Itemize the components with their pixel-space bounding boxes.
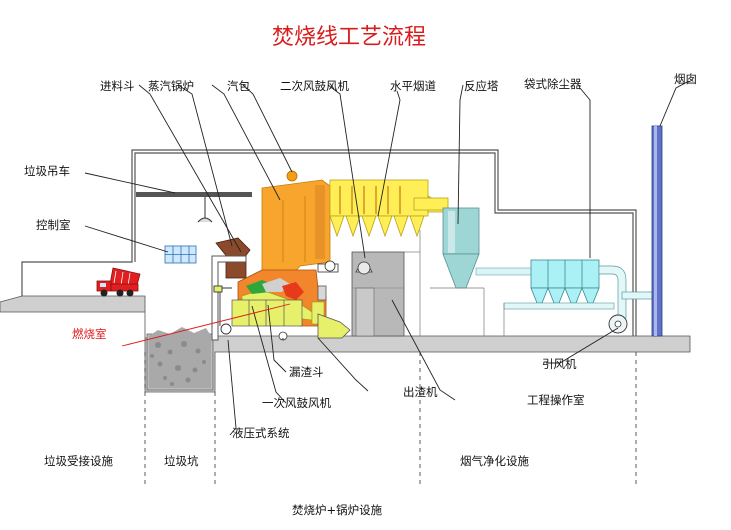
- horizontal-flue: [329, 179, 449, 238]
- garbage-truck: [96, 267, 141, 297]
- slag-extractor: [317, 313, 351, 339]
- duct-bottom: [503, 302, 615, 310]
- label-feed-hopper: 进料斗: [100, 79, 135, 93]
- steam-boiler: [261, 179, 331, 279]
- slag-hoppers: [231, 299, 303, 327]
- incinerator-leader: [121, 303, 291, 347]
- reactor-tower: [442, 207, 480, 289]
- label-hydraulic-system: 液压式系统: [232, 426, 290, 440]
- garbage-pit: [146, 327, 214, 391]
- duct-filter-to-chimney: [598, 265, 655, 319]
- plant-building-outline: [21, 149, 637, 336]
- label-slag-extractor: 出渣机: [403, 385, 438, 399]
- label-engineering-room: 工程操作室: [527, 393, 585, 407]
- structural-lines: [404, 230, 505, 336]
- steam-drum: [286, 170, 298, 182]
- label-primary-fan: 一次风鼓风机: [262, 396, 331, 410]
- duct-reactor-to-filter: [475, 267, 533, 276]
- label-induced-fan: 引风机: [542, 357, 577, 371]
- zone-label-furnace-boiler: 焚烧炉+锅炉设施: [292, 503, 383, 517]
- label-slag-hopper: 漏渣斗: [289, 365, 324, 379]
- secondary-air-fan: [317, 260, 339, 301]
- label-garbage-crane: 垃圾吊车: [24, 164, 70, 178]
- crane-rail: [136, 192, 252, 223]
- label-steam-boiler: 蒸汽锅炉: [148, 79, 194, 93]
- label-steam-drum: 汽包: [227, 79, 250, 93]
- zone-label-pit: 垃圾坑: [164, 454, 199, 468]
- zone-dividers: [144, 352, 637, 488]
- primary-air-fan: [278, 331, 288, 341]
- engineering-control-room: [351, 251, 405, 337]
- label-control-room: 控制室: [36, 218, 71, 232]
- induced-fan: [608, 314, 628, 334]
- label-chimney: 烟囱: [674, 72, 697, 86]
- hydraulic-system: [213, 285, 232, 335]
- label-reactor-tower: 反应塔: [464, 79, 499, 93]
- control-room-window: [164, 245, 197, 264]
- label-secondary-fan: 二次风鼓风机: [280, 79, 349, 93]
- zone-label-gas-cleaning: 烟气净化设施: [460, 454, 529, 468]
- label-incinerator: 燃烧室: [72, 327, 107, 341]
- diagram-title: 焚烧线工艺流程: [272, 25, 426, 50]
- zone-label-receiving: 垃圾受接设施: [44, 454, 113, 468]
- bag-filter: [530, 259, 600, 304]
- label-horizontal-flue: 水平烟道: [390, 79, 436, 93]
- leader-lines: [84, 80, 690, 436]
- label-bag-filter: 袋式除尘器: [524, 77, 582, 91]
- feed-hopper: [211, 237, 251, 341]
- chimney: [651, 125, 663, 337]
- ground: [0, 295, 691, 393]
- flue-tubes: [339, 186, 401, 214]
